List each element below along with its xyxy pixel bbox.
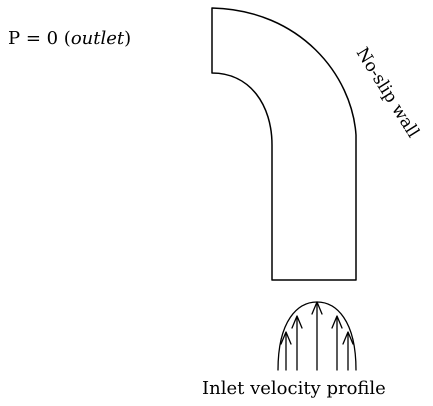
velocity-arrow xyxy=(311,301,323,371)
velocity-arrow xyxy=(342,331,354,371)
outlet-label-prefix: P = 0 ( xyxy=(8,28,71,49)
channel-domain-outline xyxy=(211,7,357,281)
inlet-velocity-label: Inlet velocity profile xyxy=(202,378,386,399)
inlet-velocity-arrows xyxy=(280,301,354,371)
velocity-arrow xyxy=(280,331,292,371)
outlet-label: P = 0 (outlet) xyxy=(8,28,131,49)
outlet-label-suffix: ) xyxy=(124,28,131,49)
outlet-label-word: outlet xyxy=(71,28,125,49)
no-slip-wall-label: No-slip wall xyxy=(352,44,423,141)
velocity-arrow xyxy=(331,315,343,371)
velocity-arrow xyxy=(291,315,303,371)
